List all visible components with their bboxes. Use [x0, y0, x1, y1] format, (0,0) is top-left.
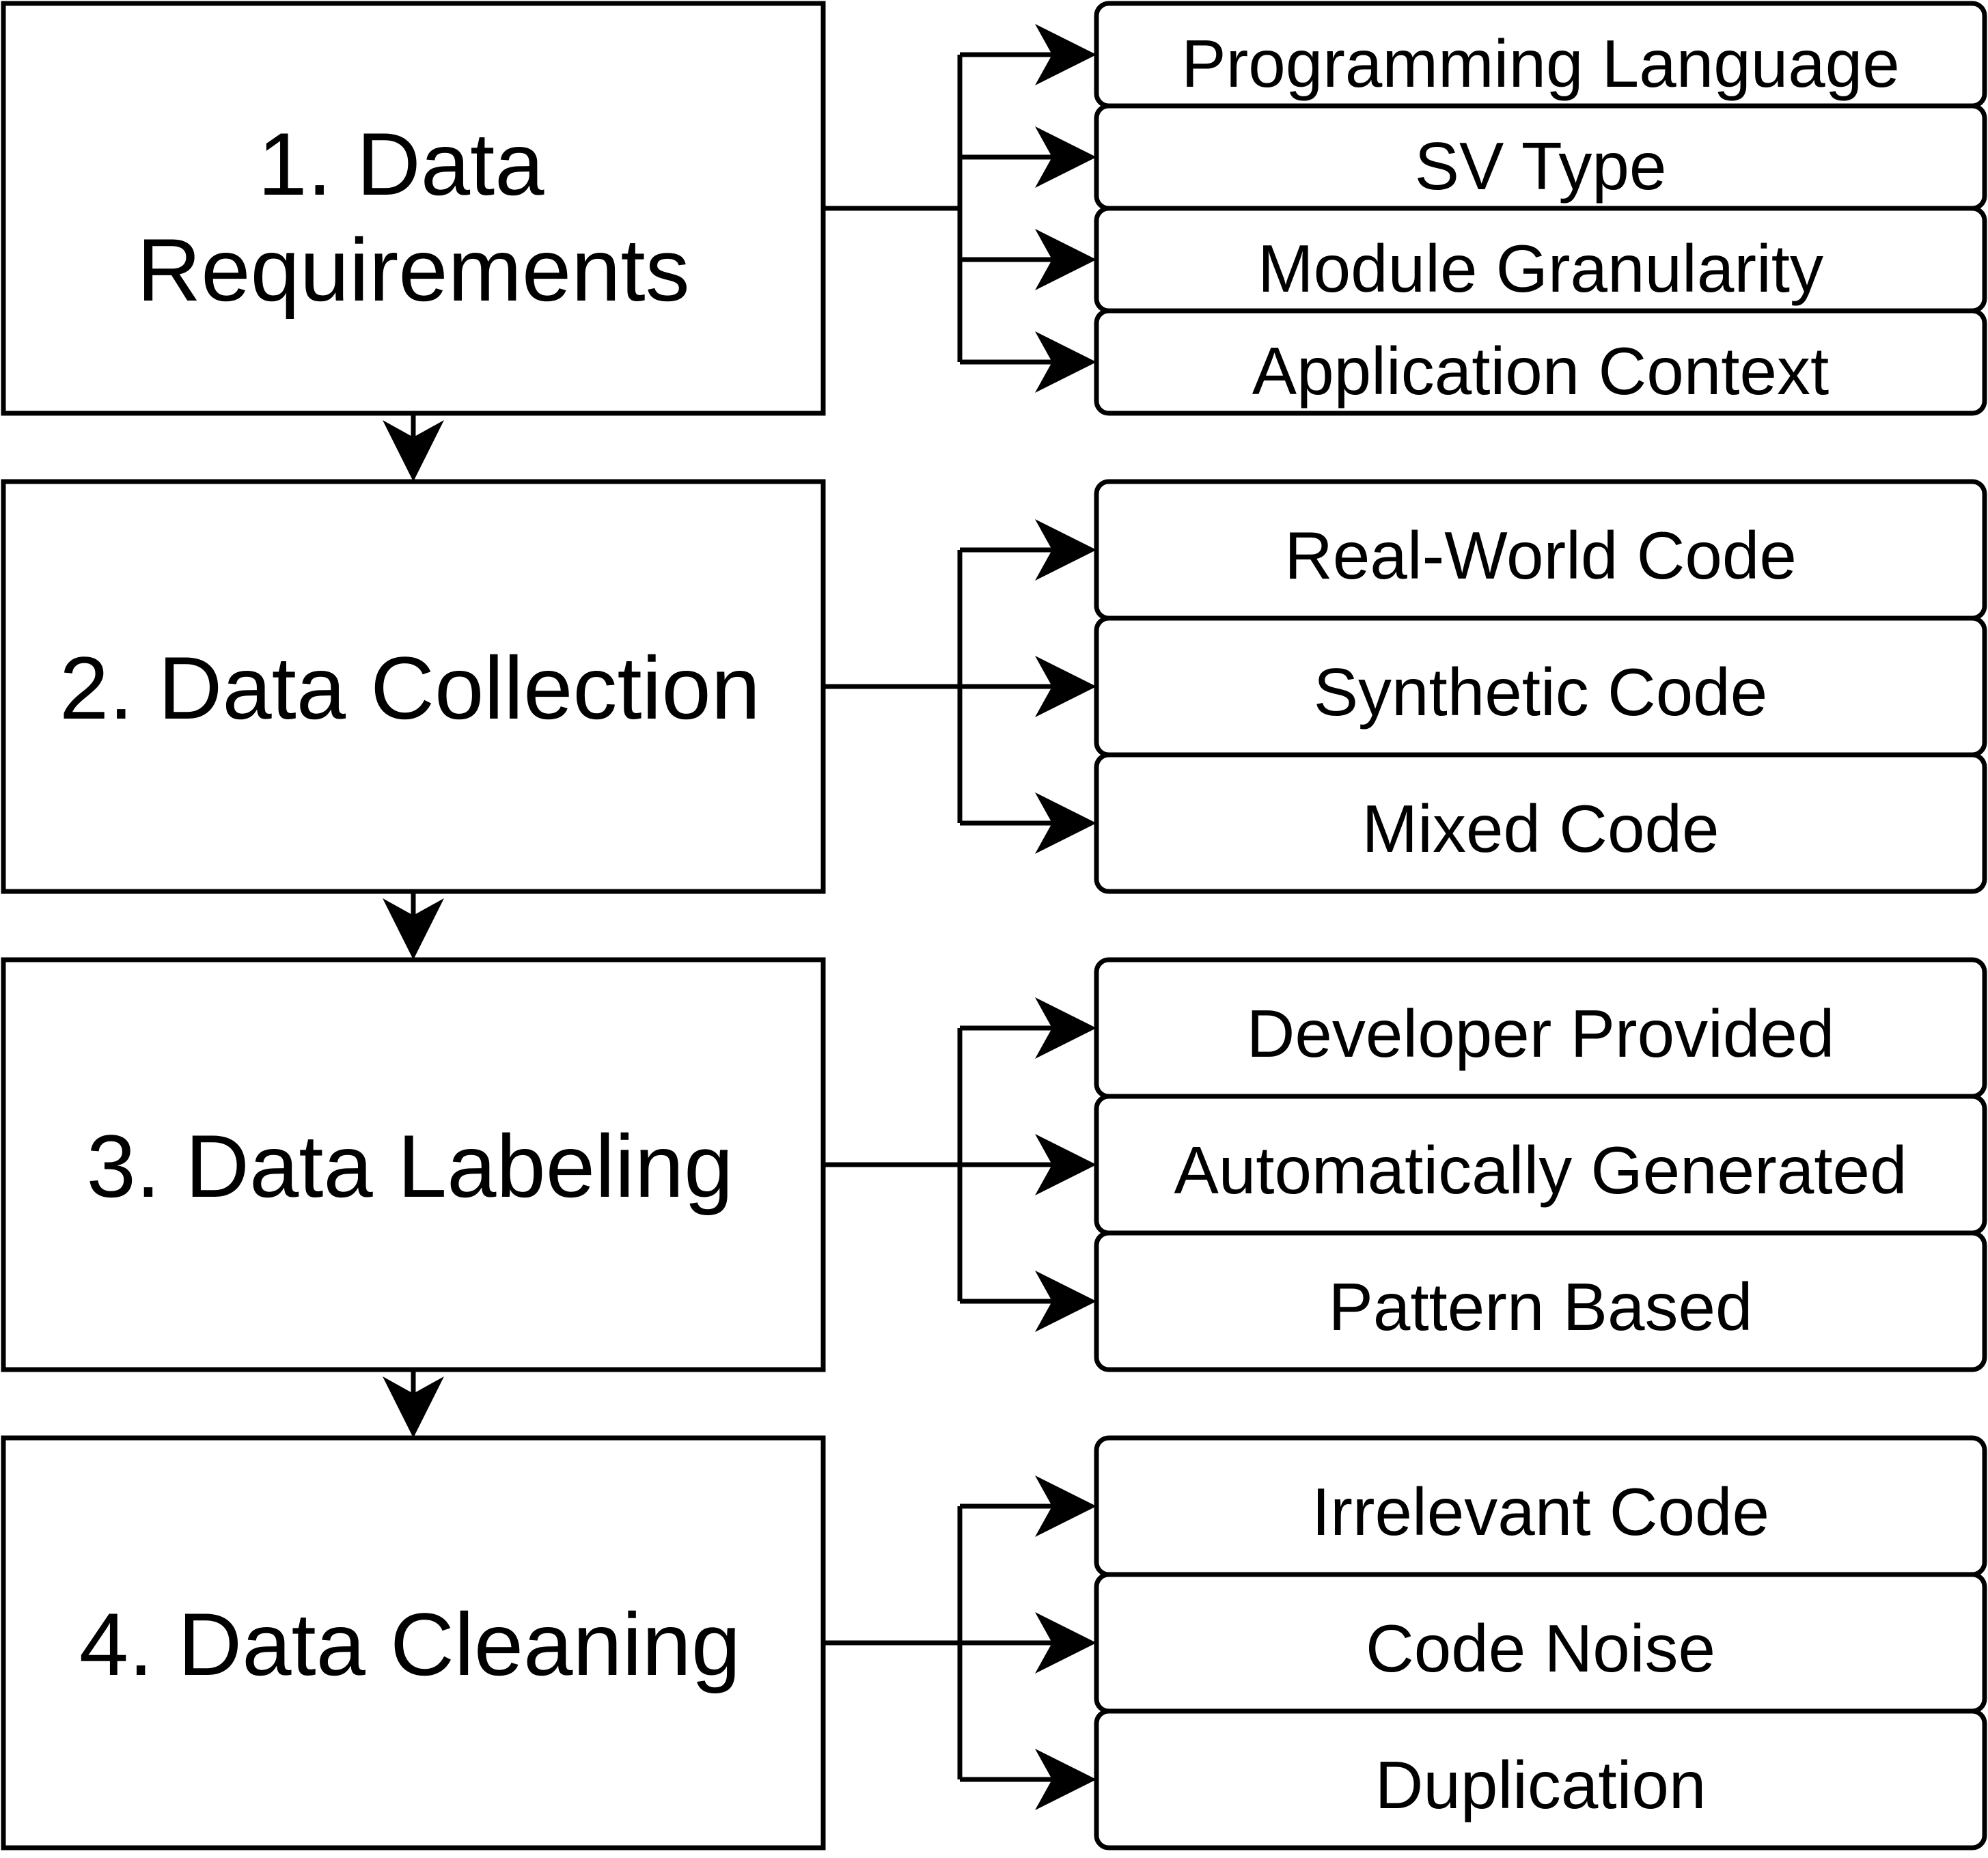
- sub-item-label: Real-World Code: [1284, 518, 1797, 593]
- arrow-head-icon: [1035, 1475, 1096, 1537]
- sub-item-label: Module Granularity: [1258, 231, 1823, 306]
- step-box-2: [1, 479, 826, 894]
- sub-item-label: Synthetic Code: [1314, 654, 1768, 730]
- sub-item: Irrelevant Code: [960, 1435, 1987, 1577]
- sub-item-label: Duplication: [1375, 1747, 1707, 1822]
- sub-item-label: Application Context: [1252, 333, 1829, 408]
- arrow-head-icon: [1035, 1612, 1096, 1674]
- flow-arrow-3-4: [383, 1370, 444, 1438]
- arrow-head-icon: [1035, 229, 1096, 290]
- arrow-head-icon: [383, 420, 444, 482]
- connector-trunk-3: [823, 1028, 963, 1301]
- sub-item-label: Pattern Based: [1328, 1269, 1752, 1344]
- step-group-3: 3. Data Labeling Developer Provided Auto…: [1, 957, 1987, 1372]
- step-box-1: [1, 1, 826, 416]
- arrow-head-icon: [1035, 126, 1096, 188]
- sub-item-box: [1094, 1708, 1987, 1850]
- sub-item-label: Developer Provided: [1247, 996, 1835, 1071]
- sub-item-label: Automatically Generated: [1174, 1133, 1907, 1208]
- step-group-2: 2. Data Collection Real-World Code Synth…: [1, 479, 1987, 894]
- arrow-head-icon: [1035, 1271, 1096, 1332]
- step-group-1: 1. Data Requirements Programming Languag…: [1, 1, 1987, 416]
- flow-arrow-1-2: [383, 413, 444, 482]
- sub-item-box: [1094, 308, 1987, 416]
- sub-item-label: Code Noise: [1366, 1611, 1715, 1686]
- sub-item-label: Mixed Code: [1362, 791, 1720, 866]
- arrow-head-icon: [1035, 1749, 1096, 1810]
- step-group-4: 4. Data Cleaning Irrelevant Code Code No…: [1, 1435, 1987, 1850]
- step-box-4: [1, 1435, 826, 1850]
- sub-item-label: Irrelevant Code: [1312, 1474, 1769, 1549]
- connector-trunk-2: [823, 550, 963, 823]
- sub-item: Duplication: [960, 1708, 1987, 1850]
- sub-item: Automatically Generated: [960, 1094, 1987, 1236]
- sub-item: Developer Provided: [960, 957, 1987, 1099]
- step-title-1: 1. Data Requirements: [137, 114, 689, 320]
- arrow-head-icon: [1035, 24, 1096, 85]
- connector-trunk-1: [823, 55, 963, 362]
- sub-item: Mixed Code: [960, 752, 1987, 894]
- arrow-head-icon: [1035, 331, 1096, 393]
- sub-item: Real-World Code: [960, 479, 1987, 621]
- step-box-3: [1, 957, 826, 1372]
- flow-arrow-2-3: [383, 891, 444, 960]
- arrow-head-icon: [383, 1376, 444, 1438]
- sub-item: Pattern Based: [960, 1230, 1987, 1372]
- sub-item: Code Noise: [960, 1572, 1987, 1714]
- step-title-4: 4. Data Cleaning: [79, 1594, 741, 1694]
- arrow-head-icon: [1035, 997, 1096, 1059]
- arrow-head-icon: [1035, 1134, 1096, 1195]
- arrow-head-icon: [1035, 519, 1096, 581]
- sub-item: Programming Language: [960, 1, 1987, 109]
- sub-item-label: SV Type: [1415, 128, 1667, 204]
- sub-item: Synthetic Code: [960, 615, 1987, 758]
- connector-trunk-4: [823, 1506, 963, 1779]
- arrow-head-icon: [1035, 792, 1096, 854]
- sub-item: Module Granularity: [960, 206, 1987, 314]
- step-title-2: 2. Data Collection: [59, 638, 760, 738]
- arrow-head-icon: [1035, 656, 1096, 717]
- sub-item-label: Programming Language: [1181, 26, 1899, 101]
- sub-item-box: [1094, 752, 1987, 894]
- sub-item: SV Type: [960, 103, 1987, 211]
- step-title-3: 3. Data Labeling: [87, 1116, 734, 1216]
- arrow-head-icon: [383, 898, 444, 960]
- sub-item: Application Context: [960, 308, 1987, 416]
- sub-item-box: [1094, 1230, 1987, 1372]
